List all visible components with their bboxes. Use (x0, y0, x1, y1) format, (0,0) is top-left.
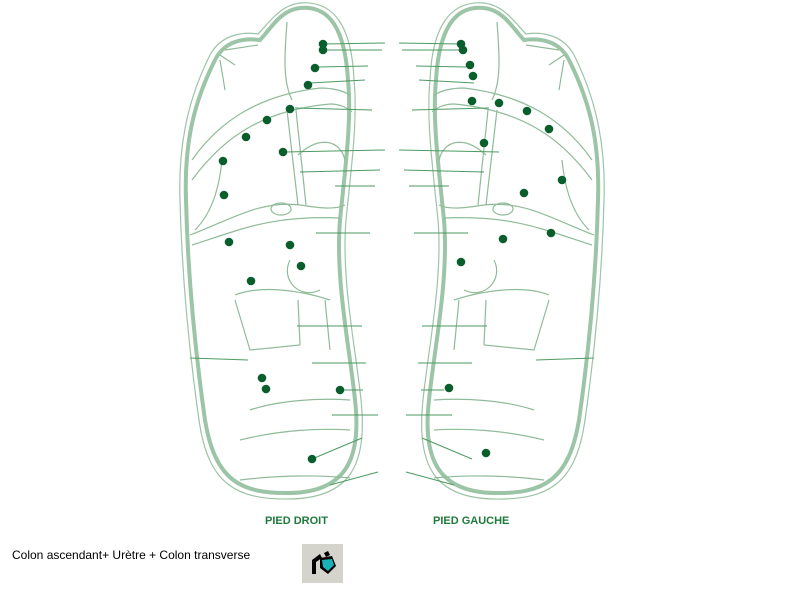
left-foot (397, 0, 607, 502)
reflex-point (335, 385, 345, 395)
reflex-point (310, 63, 320, 73)
reflex-point (224, 237, 234, 247)
reflex-point (278, 147, 288, 157)
reflex-point (296, 261, 306, 271)
zone-caption: Colon ascendant+ Urètre + Colon transver… (12, 548, 251, 562)
reflex-point (219, 190, 229, 200)
right-foot-label: PIED DROIT (265, 515, 328, 527)
reflex-point (261, 384, 271, 394)
paint-bucket-icon (311, 550, 336, 574)
reflex-point (546, 228, 556, 238)
paint-bucket-button[interactable] (302, 544, 343, 583)
reflex-point (241, 132, 251, 142)
reflex-point (307, 454, 317, 464)
reflex-point (456, 257, 466, 267)
reflex-point (257, 373, 267, 383)
reflex-point (262, 115, 272, 125)
reflex-point (522, 106, 532, 116)
right-foot (177, 0, 387, 502)
reflex-point (285, 240, 295, 250)
reflex-point (557, 175, 567, 185)
reflex-point (458, 45, 468, 55)
foot-reflexology-diagram (177, 0, 607, 502)
reflex-points (218, 39, 567, 464)
reflex-point (544, 124, 554, 134)
reflex-point (246, 276, 256, 286)
reflex-point (468, 71, 478, 81)
left-foot-label: PIED GAUCHE (433, 515, 510, 527)
reflex-point (494, 98, 504, 108)
reflex-point (318, 39, 328, 49)
reflex-point (467, 96, 477, 106)
reflex-point (498, 234, 508, 244)
reflex-point (465, 60, 475, 70)
reflex-point (218, 156, 228, 166)
reflex-point (519, 188, 529, 198)
reflex-point (318, 45, 328, 55)
reflex-point (481, 448, 491, 458)
reflex-point (444, 383, 454, 393)
reflex-point (285, 104, 295, 114)
reflex-point (479, 138, 489, 148)
reflex-point (303, 80, 313, 90)
